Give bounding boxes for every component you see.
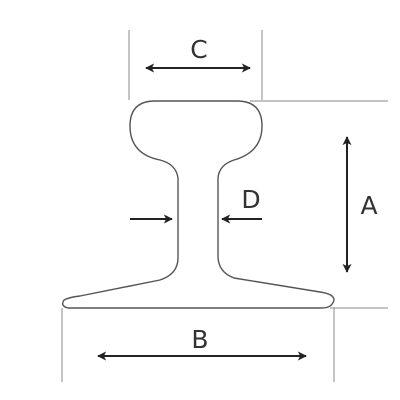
label-d: D bbox=[241, 185, 260, 214]
label-a: A bbox=[360, 191, 377, 220]
label-b: B bbox=[191, 325, 208, 354]
rail-outline bbox=[61, 100, 335, 309]
label-c: C bbox=[190, 35, 207, 64]
